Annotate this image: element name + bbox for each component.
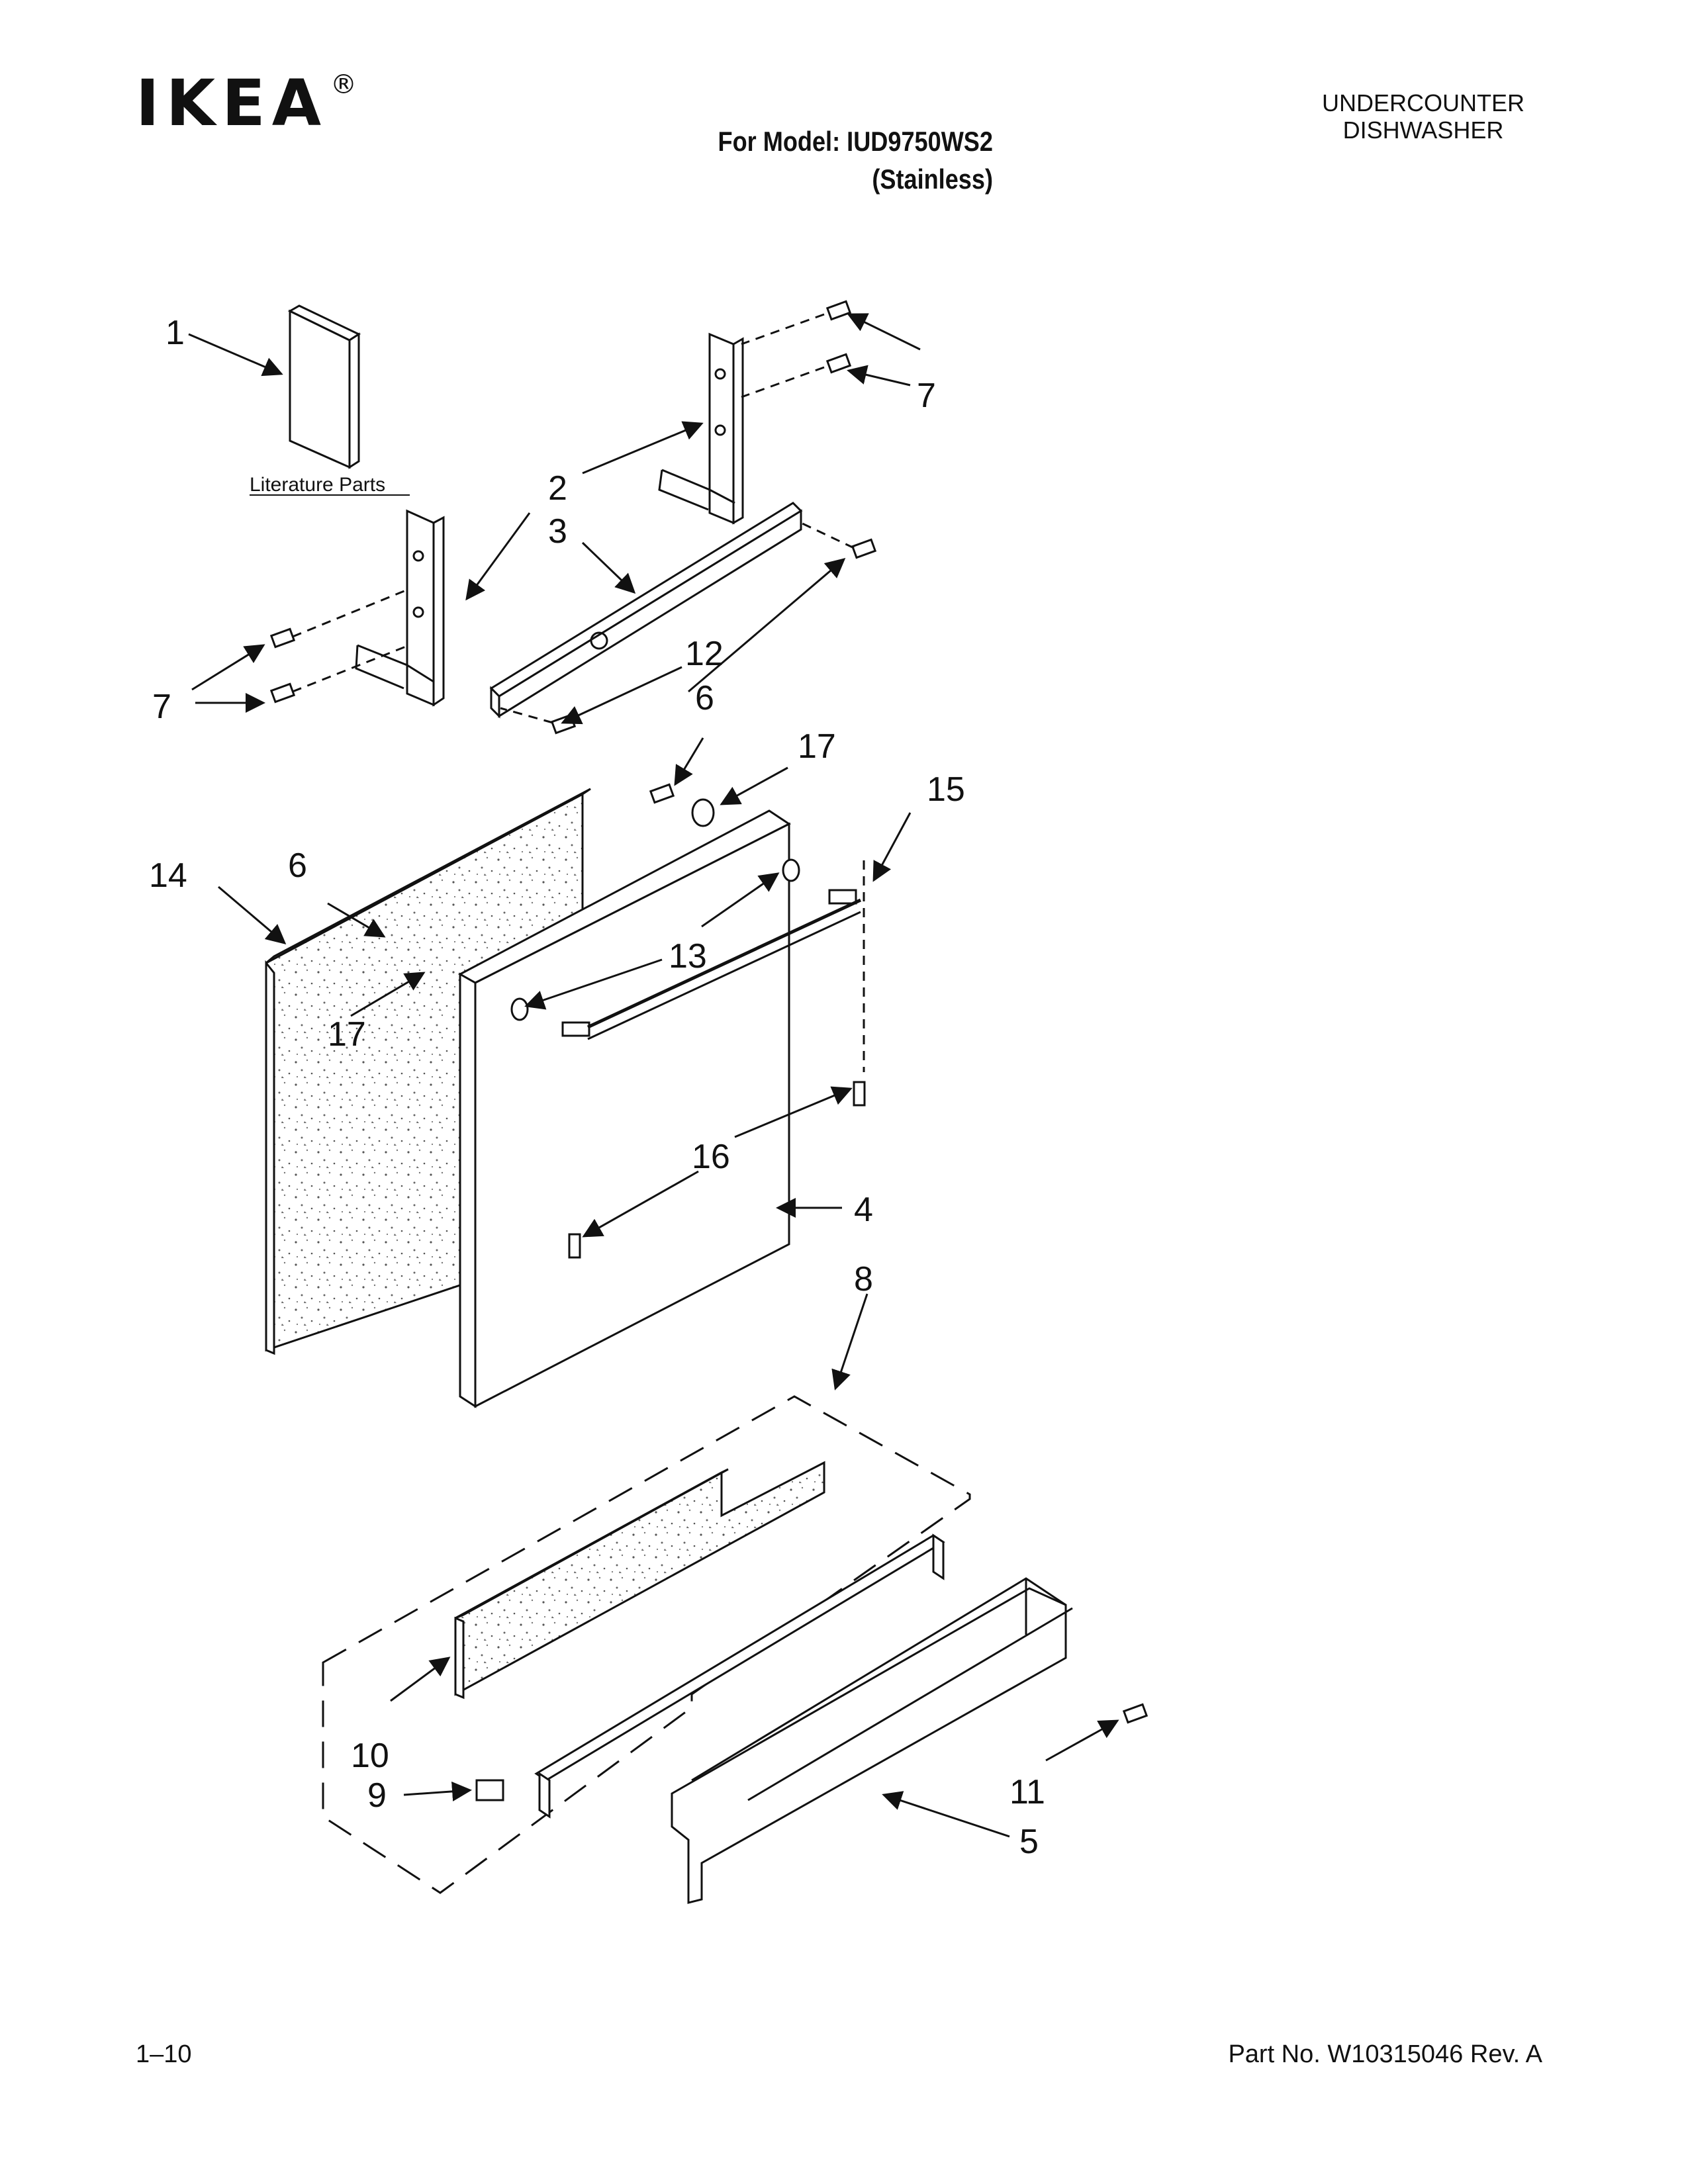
toe-kick-kit-outline [322, 1395, 971, 1894]
callout-8: 8 [854, 1260, 873, 1298]
toe-kick-bracket [671, 1577, 1073, 1904]
callout-11: 11 [1009, 1773, 1045, 1811]
callout-5: 5 [1019, 1823, 1039, 1861]
retainer-clip [475, 1779, 504, 1801]
callout-arrows [188, 313, 1119, 1838]
page-number: 1–10 [136, 2040, 192, 2068]
literature-parts-label: Literature Parts [250, 474, 385, 496]
callout-6b: 6 [288, 846, 307, 885]
mounting-rail [489, 502, 803, 719]
callout-7b: 7 [152, 688, 171, 726]
toe-kick-strip [534, 1533, 945, 1819]
callout-15: 15 [927, 770, 965, 809]
part-number: Part No. W10315046 Rev. A [1228, 2040, 1542, 2068]
registered-mark: ® [330, 69, 357, 100]
callout-10: 10 [351, 1737, 389, 1775]
callout-4: 4 [854, 1191, 873, 1229]
product-category: UNDERCOUNTER DISHWASHER [1278, 89, 1569, 144]
callout-1: 1 [165, 314, 185, 352]
callout-17: 17 [798, 727, 836, 766]
mounting-bracket-right [658, 332, 744, 525]
toe-kick-screw [1122, 1703, 1149, 1724]
callout-3: 3 [548, 512, 567, 551]
callout-12: 12 [685, 635, 724, 673]
literature-book [287, 304, 361, 469]
toe-kick-panel [454, 1461, 825, 1700]
callout-7: 7 [917, 377, 936, 415]
callout-2: 2 [548, 469, 567, 508]
finish-line: (Stainless) [872, 163, 993, 195]
category-line-2: DISHWASHER [1342, 116, 1504, 144]
model-heading: For Model: IUD9750WS2 (Stainless) [708, 123, 993, 198]
callout-17b: 17 [328, 1015, 366, 1054]
callout-16: 16 [692, 1138, 730, 1176]
ikea-logo: IKEA® [136, 71, 357, 135]
model-line: For Model: IUD9750WS2 [718, 126, 993, 157]
callout-13: 13 [669, 937, 707, 976]
brand-text: IKEA [136, 66, 328, 140]
callout-6: 6 [695, 679, 714, 717]
mounting-bracket-left [355, 509, 445, 707]
door-handle [510, 858, 866, 1259]
callout-9: 9 [367, 1776, 387, 1815]
callout-14: 14 [149, 856, 187, 895]
category-line-1: UNDERCOUNTER [1322, 89, 1524, 116]
